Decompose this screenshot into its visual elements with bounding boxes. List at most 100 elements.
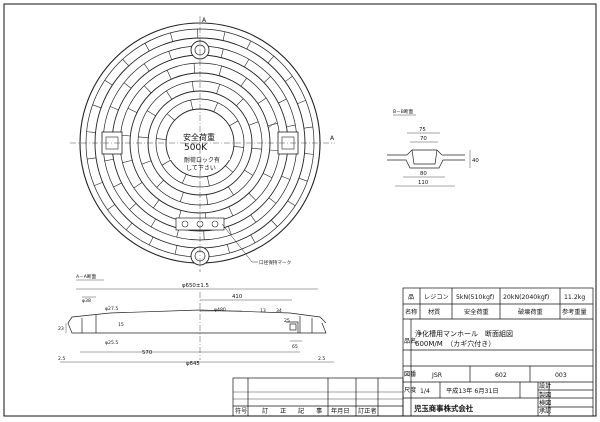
rib-line bbox=[166, 90, 173, 100]
aa-dim-pcd: φ480 bbox=[214, 307, 226, 313]
tb-code2: 003 bbox=[555, 372, 567, 379]
rib-line bbox=[244, 59, 250, 68]
rib-line bbox=[92, 104, 102, 109]
rib-line bbox=[298, 177, 308, 182]
aa-dim-left-25: 2.5 bbox=[58, 356, 65, 362]
rib-line bbox=[297, 100, 306, 105]
rib-line bbox=[262, 173, 273, 179]
rib-line bbox=[104, 79, 113, 86]
plan-label-1: 安全荷重 bbox=[183, 132, 215, 142]
aa-dim-410: 410 bbox=[232, 294, 243, 300]
rib-line bbox=[166, 113, 175, 121]
rib-line bbox=[218, 65, 222, 76]
rib-line bbox=[129, 203, 137, 210]
tb-name-line1: 浄化槽用マンホール 断面組図 bbox=[415, 329, 513, 338]
rib-line bbox=[222, 31, 226, 41]
plan-label-2: 500K bbox=[184, 143, 208, 153]
section-mark-right: A bbox=[330, 135, 335, 142]
rib-line bbox=[216, 84, 221, 94]
rib-line bbox=[228, 226, 232, 235]
aa-dim-65: 65 bbox=[292, 344, 298, 350]
rib-line bbox=[141, 160, 152, 165]
rib-line bbox=[146, 110, 156, 117]
tb-scale: 1/4 bbox=[420, 388, 430, 395]
tb-r1-c3: 5kN(510kgf) bbox=[456, 294, 494, 301]
rib-line bbox=[286, 124, 296, 128]
rib-line bbox=[287, 200, 296, 207]
rib-line bbox=[250, 214, 257, 223]
rib-line bbox=[233, 146, 244, 148]
rib-line bbox=[156, 180, 164, 188]
rib-line bbox=[244, 169, 254, 176]
section-aa-title: A－A断面 bbox=[76, 273, 96, 280]
tb-right-1: 設計 bbox=[539, 382, 551, 390]
title-block: 品 レジコン 5kN(510kgf) 20kN(2040kgf) 11.2kg … bbox=[232, 287, 594, 417]
tb-r2-c3: 安全荷重 bbox=[464, 308, 489, 316]
plan-label-3: 耐荷ロック有 bbox=[184, 156, 220, 164]
rev-h-5: 年月日 bbox=[331, 407, 350, 415]
rib-line bbox=[206, 176, 210, 187]
tb-r2-c4: 破壊荷重 bbox=[518, 308, 543, 316]
rib-line bbox=[86, 131, 96, 133]
rev-h-1: 訂 bbox=[262, 407, 268, 415]
tb-side-2: 図番 bbox=[404, 371, 416, 378]
rib-line bbox=[250, 234, 256, 243]
tb-date: 平成13年 6月31日 bbox=[446, 387, 499, 395]
tb-r1-c4: 20kN(2040kgf) bbox=[503, 294, 549, 301]
aa-dim-13: 13 bbox=[260, 308, 266, 314]
rib-line bbox=[281, 175, 290, 180]
rib-line bbox=[284, 76, 293, 82]
rib-line bbox=[156, 138, 167, 140]
tb-side-3: 尺度 bbox=[404, 386, 416, 394]
rib-line bbox=[113, 182, 122, 188]
aa-dim-275: φ27.5 bbox=[105, 306, 118, 312]
aa-dim-255: φ25.5 bbox=[105, 340, 118, 346]
rev-h-6: 訂正者 bbox=[358, 407, 377, 415]
rib-line bbox=[220, 48, 224, 58]
rib-line bbox=[193, 63, 196, 74]
rib-line bbox=[257, 97, 267, 104]
rib-line bbox=[110, 106, 119, 111]
rib-line bbox=[227, 186, 234, 196]
tb-side-1: 品名 bbox=[404, 337, 416, 345]
rib-line bbox=[246, 40, 252, 50]
rib-line bbox=[153, 199, 160, 209]
rib-line bbox=[278, 98, 287, 104]
section-aa bbox=[60, 288, 334, 363]
rib-line bbox=[304, 153, 314, 155]
rib-line bbox=[190, 99, 194, 110]
rib-line bbox=[174, 245, 178, 255]
rib-line bbox=[179, 192, 184, 202]
rib-line bbox=[87, 157, 97, 160]
rib-line bbox=[125, 222, 133, 231]
rib-line bbox=[161, 159, 171, 166]
rib-line bbox=[138, 136, 149, 139]
rib-line bbox=[267, 55, 275, 64]
rev-h-2: 正 bbox=[280, 408, 286, 415]
tb-std: JSR bbox=[431, 372, 443, 379]
rib-line bbox=[104, 158, 114, 162]
rib-line bbox=[248, 192, 257, 201]
tb-r1-c1: 品 bbox=[408, 294, 414, 301]
rev-h-3: 記 bbox=[298, 407, 304, 415]
rib-line bbox=[268, 197, 277, 204]
rib-line bbox=[226, 244, 230, 254]
bb-dim-75: 75 bbox=[419, 127, 426, 133]
rib-line bbox=[143, 63, 150, 72]
lock-callout: 口径保持マーク bbox=[259, 259, 291, 266]
aa-dim-38: φ38 bbox=[82, 298, 91, 304]
rib-line bbox=[213, 102, 218, 112]
section-bb-title: B－B断面 bbox=[393, 108, 413, 115]
aa-dim-25: 25 bbox=[284, 318, 290, 324]
bb-dim-80: 80 bbox=[420, 171, 427, 177]
rib-line bbox=[166, 69, 172, 80]
aa-dim-15: 15 bbox=[118, 322, 124, 328]
tb-name-line2: 600M/M （カギ穴付き） bbox=[415, 339, 495, 348]
rib-line bbox=[133, 182, 143, 189]
rib-line bbox=[240, 77, 247, 87]
rib-line bbox=[148, 236, 154, 246]
rib-line bbox=[94, 181, 103, 186]
plan-view bbox=[70, 16, 335, 272]
plan-label-4: して下さい bbox=[186, 165, 216, 172]
tb-r2-c1: 名称 bbox=[405, 308, 417, 316]
